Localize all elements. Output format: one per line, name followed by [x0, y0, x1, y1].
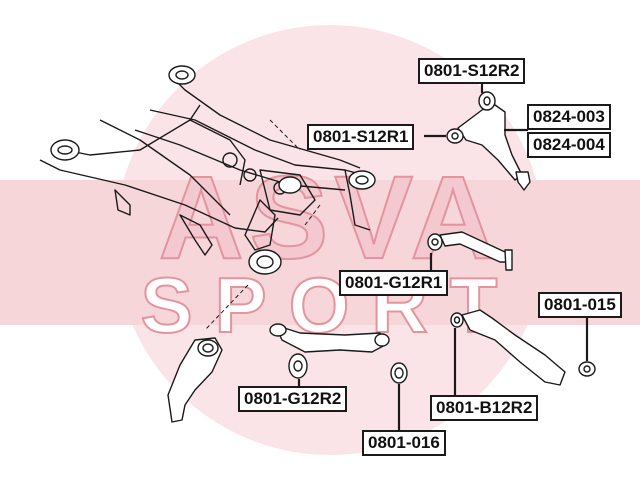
- bushing-front-right-inner: [355, 175, 369, 185]
- subframe-top-bar: [169, 74, 361, 169]
- bushing-diff: [278, 176, 302, 194]
- subframe-left-rail: [39, 159, 279, 233]
- part-label-0824-003[interactable]: 0824-003: [527, 104, 611, 130]
- subframe-front-crossmember-lower: [134, 129, 346, 191]
- bushing-g12r2-hole: [293, 360, 303, 372]
- subframe-front-crossmember: [149, 109, 376, 179]
- trailing-bracket-body: [167, 337, 223, 423]
- part-label-text: 0801-016: [368, 433, 440, 452]
- part-label-text: 0801-S12R2: [424, 61, 520, 80]
- part-label-0801-015[interactable]: 0801-015: [538, 292, 622, 318]
- part-label-0801-g12r1[interactable]: 0801-G12R1: [339, 270, 449, 296]
- part-label-0801-s12r2[interactable]: 0801-S12R2: [418, 58, 526, 84]
- subframe-bracket-2: [179, 214, 213, 256]
- bushing-rear-left-inner: [57, 145, 73, 155]
- bushing-015-hole: [583, 365, 591, 373]
- bushing-g12r1-hole: [431, 238, 439, 246]
- part-label-text: 0801-G12R2: [244, 389, 342, 408]
- subframe-hole-1: [222, 152, 238, 168]
- part-label-text: 0801-015: [544, 295, 616, 314]
- part-label-0801-b12r2[interactable]: 0801-B12R2: [430, 395, 539, 421]
- subframe-hole-2: [243, 168, 257, 182]
- trailing-bracket-bushing-inner: [202, 343, 214, 353]
- trailing-bracket: [167, 337, 223, 423]
- subframe-brace: [189, 119, 246, 186]
- bushing-rear-right-inner: [256, 255, 274, 269]
- part-label-text: 0824-004: [533, 135, 605, 154]
- part-label-0824-004[interactable]: 0824-004: [527, 132, 611, 158]
- toe-link: [427, 231, 513, 271]
- bushing-front-left-inner: [175, 70, 189, 80]
- part-label-text: 0801-G12R1: [345, 273, 443, 292]
- subframe-bracket: [114, 189, 131, 216]
- bushing-s12r2-hole: [483, 96, 491, 106]
- lower-arm-bushing-outer-end: [374, 333, 390, 347]
- lower-arm: [269, 323, 408, 384]
- leader-lines: [297, 83, 589, 430]
- dash-mid: [204, 284, 249, 331]
- subframe-bushings: [50, 65, 376, 275]
- subframe-diagonal: [99, 119, 231, 216]
- subframe-right-rail: [344, 169, 371, 231]
- subframe-mid-plate: [259, 169, 316, 216]
- lateral-arm-body: [461, 309, 566, 386]
- part-label-text: 0801-S12R1: [313, 127, 409, 146]
- bushing-s12r1-hole: [451, 132, 459, 140]
- upper-arm: [446, 91, 531, 191]
- lower-arm-body: [274, 324, 386, 353]
- exploded-lines: [204, 119, 321, 331]
- lower-arm-bushing-inner-end: [269, 323, 287, 337]
- lateral-arm: [450, 309, 596, 386]
- part-label-0801-016[interactable]: 0801-016: [362, 430, 446, 456]
- part-label-text: 0824-003: [533, 107, 605, 126]
- bushing-b12r2-hole: [453, 316, 461, 324]
- part-label-0801-s12r1[interactable]: 0801-S12R1: [307, 124, 415, 150]
- dash-upper: [269, 119, 301, 151]
- toe-link-rod: [439, 231, 509, 263]
- upper-arm-ball-joint: [515, 171, 531, 191]
- toe-link-end: [504, 249, 513, 271]
- part-label-0801-g12r2[interactable]: 0801-G12R2: [238, 386, 348, 412]
- subframe-diff-mount: [244, 199, 276, 251]
- part-label-text: 0801-B12R2: [436, 398, 533, 417]
- bushing-016-hole: [394, 367, 404, 379]
- watermark-band: [0, 180, 640, 325]
- subframe: [39, 74, 376, 256]
